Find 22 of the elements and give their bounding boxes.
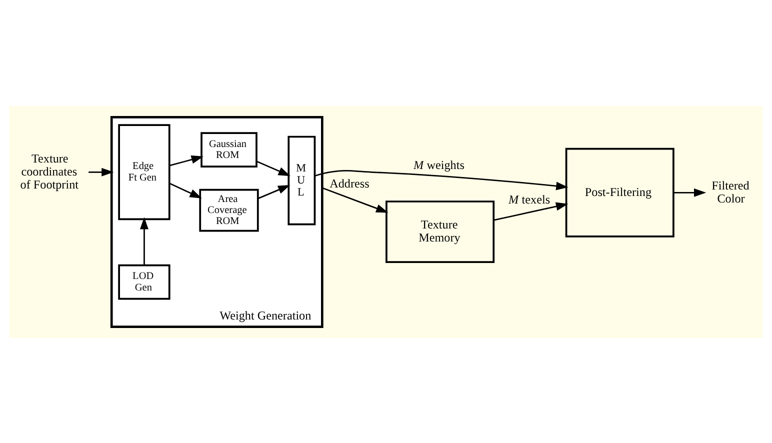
arrow <box>169 182 202 198</box>
edge-label: M texels <box>508 192 550 206</box>
arrow <box>674 188 706 196</box>
node-box: Edge Ft Gen <box>118 124 170 220</box>
node-box: Post-Filtering <box>565 147 674 237</box>
node-box: Texture Memory <box>386 200 495 262</box>
arrow <box>140 216 148 264</box>
node-box: LOD Gen <box>118 264 170 300</box>
node-box: M U L <box>288 135 316 225</box>
arrow <box>322 186 388 212</box>
arrow <box>88 167 114 176</box>
arrow <box>258 184 290 199</box>
arrow <box>256 160 291 176</box>
edge-label: M weights <box>413 157 464 172</box>
edge-label: Address <box>330 176 370 190</box>
node-text: Filtered Color <box>712 178 750 205</box>
arrow <box>169 154 204 166</box>
node-box: Area Coverage ROM <box>199 188 259 232</box>
node-text: Texture coordinates of Footprint <box>20 150 78 191</box>
arrow <box>314 170 568 190</box>
arrow <box>493 202 568 220</box>
node-box: Gaussian ROM <box>200 132 258 167</box>
